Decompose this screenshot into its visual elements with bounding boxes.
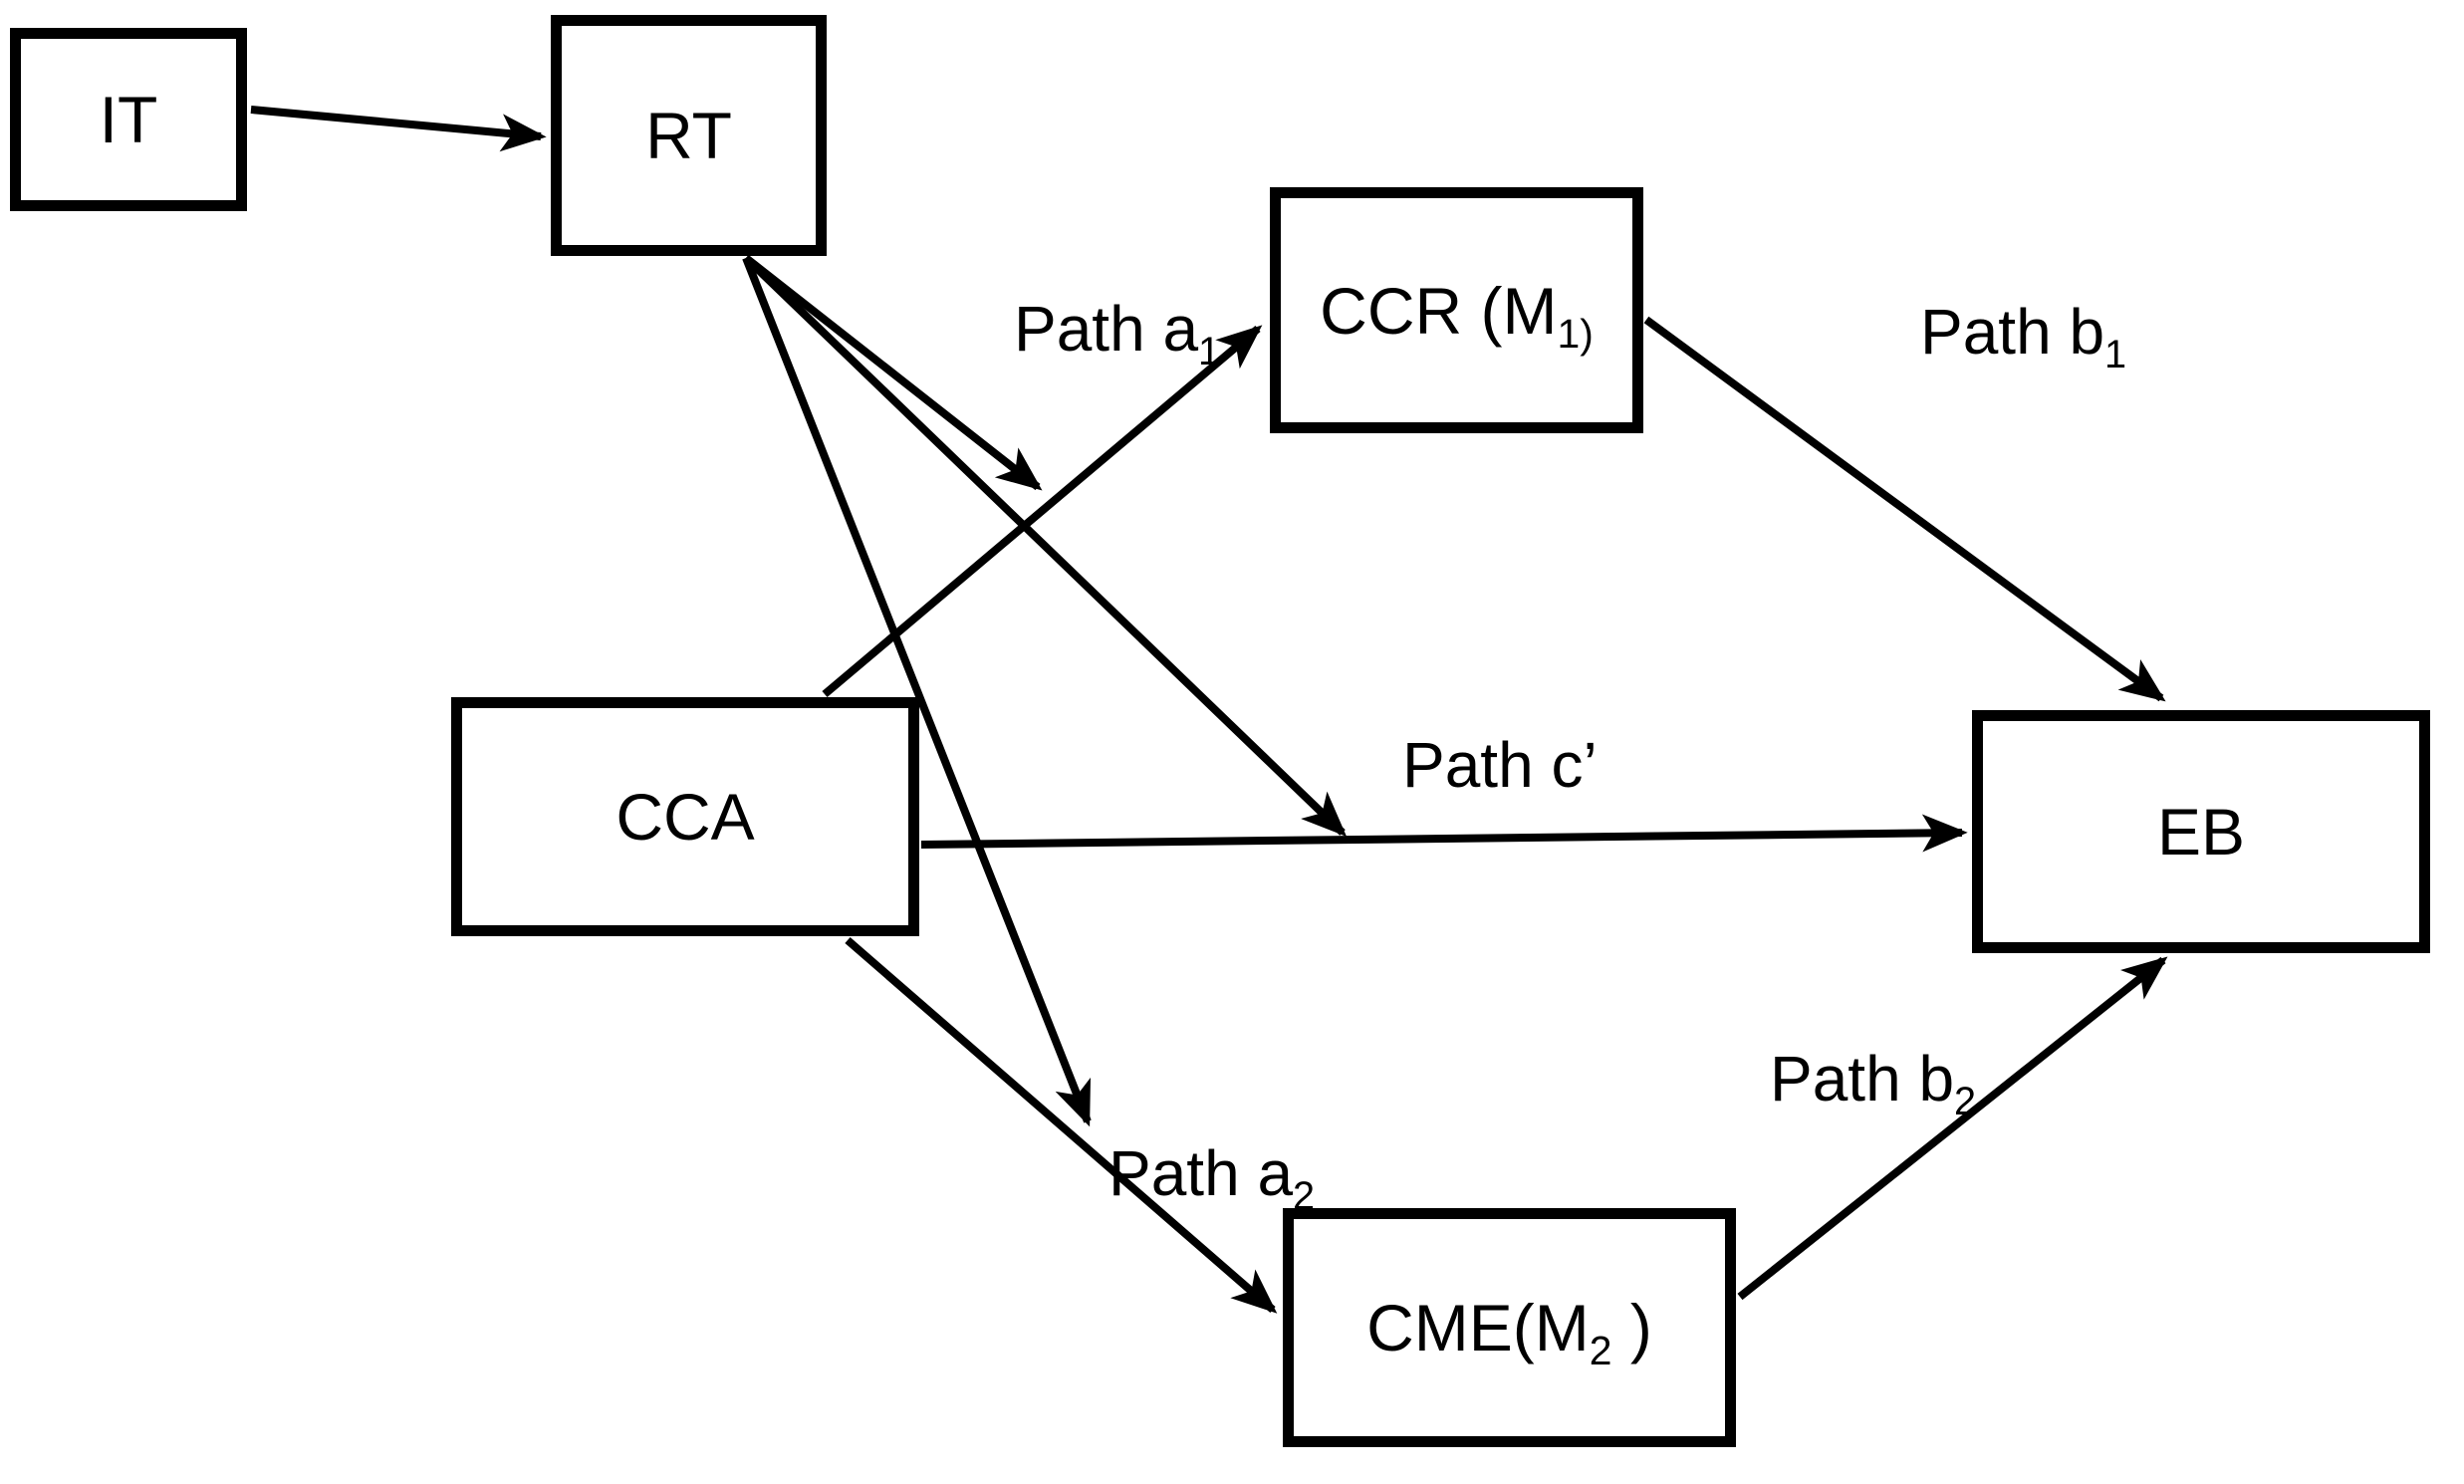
path-a1-label: Path a1 bbox=[1014, 293, 1221, 373]
node-eb-label: EB bbox=[2156, 795, 2246, 868]
arrow-cca-to-ccr-path-a1 bbox=[822, 325, 1263, 698]
arrow-it-to-rt bbox=[250, 106, 547, 152]
node-cca: CCA bbox=[451, 697, 919, 936]
path-b2-label: Path b2 bbox=[1770, 1043, 1977, 1123]
node-rt: RT bbox=[551, 15, 827, 256]
path-a2-label: Path a2 bbox=[1109, 1137, 1316, 1218]
arrow-cca-to-cme-path-a2 bbox=[845, 936, 1278, 1314]
path-b1-label: Path b1 bbox=[1920, 296, 2127, 376]
path-c-label: Path c’ bbox=[1402, 729, 1598, 801]
node-ccr: CCR (M1) bbox=[1270, 187, 1643, 433]
node-ccr-label: CCR (M1) bbox=[1320, 273, 1594, 357]
node-cme: CME(M2 ) bbox=[1283, 1208, 1736, 1447]
node-eb: EB bbox=[1972, 710, 2430, 953]
arrow-rt-to-path-a2-line bbox=[742, 256, 1092, 1127]
arrow-rt-to-path-c-line bbox=[743, 255, 1348, 837]
node-cme-label: CME(M2 ) bbox=[1366, 1291, 1652, 1374]
node-it: IT bbox=[10, 28, 247, 211]
arrow-cca-to-eb-path-c bbox=[920, 814, 1968, 853]
node-it-label: IT bbox=[99, 83, 158, 156]
arrow-cme-to-eb-path-b2 bbox=[1737, 956, 2168, 1301]
node-rt-label: RT bbox=[645, 99, 732, 172]
arrow-rt-to-path-a1-line bbox=[743, 254, 1043, 491]
arrow-ccr-to-eb-path-b1 bbox=[1643, 316, 2166, 702]
node-cca-label: CCA bbox=[616, 780, 755, 854]
